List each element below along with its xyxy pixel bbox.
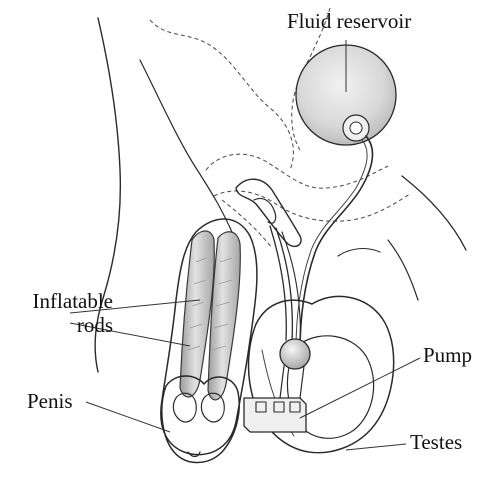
pump-valve-block [244, 398, 306, 432]
label-inflatable-rods-line1: Inflatable [8, 291, 113, 312]
reservoir-tube [300, 136, 373, 350]
rod-tube-1 [270, 226, 286, 340]
groin-crease [338, 249, 380, 256]
pump-bulb [280, 339, 310, 369]
label-fluid-reservoir: Fluid reservoir [287, 11, 411, 32]
glans-outline [162, 376, 239, 463]
leader-penis [86, 402, 170, 432]
rod-base-loop [236, 179, 301, 246]
thigh-outline-right-2 [388, 240, 418, 300]
bladder-dashed-outline [206, 154, 388, 188]
label-testes: Testes [410, 432, 462, 453]
leader-testes [346, 444, 406, 450]
body-outline-inner [140, 60, 232, 232]
thigh-outline-right [402, 176, 466, 250]
label-inflatable-rods-line2: rods [8, 315, 113, 336]
glans-rod-tip-left [173, 393, 196, 422]
label-pump: Pump [423, 345, 472, 366]
bladder-dashed-outline-2 [214, 191, 410, 221]
reservoir-tube-inner [296, 140, 367, 350]
leader-pump [300, 358, 420, 418]
pelvis-dashed-line [150, 20, 293, 170]
pump-neck [280, 366, 304, 398]
reservoir-valve-inner [350, 122, 362, 134]
rod-tube-3 [282, 232, 300, 348]
rod-base-loop-2 [254, 198, 276, 223]
label-penis: Penis [27, 391, 73, 412]
